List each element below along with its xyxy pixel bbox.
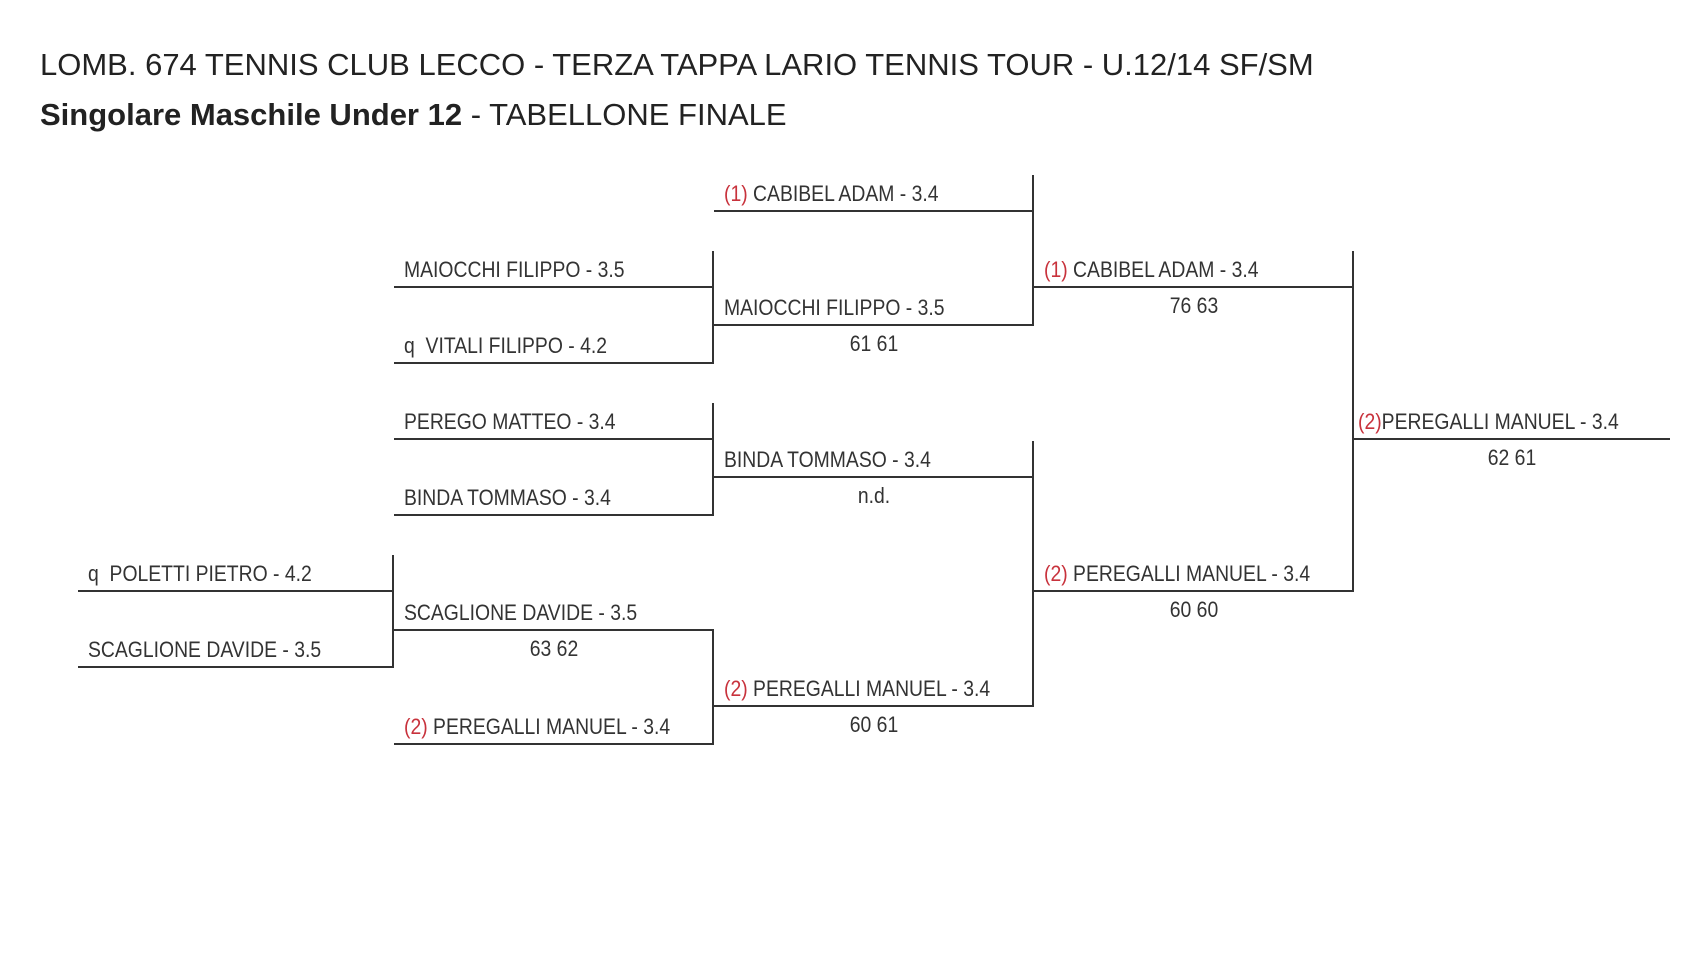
player-label: CABIBEL ADAM - 3.4 (753, 181, 939, 206)
bracket-slot-r2-1: (1) CABIBEL ADAM - 3.4 (714, 175, 1034, 212)
seed-label: (2) (724, 676, 748, 701)
player-name: q POLETTI PIETRO - 4.2 (88, 561, 312, 587)
player-label: SCAGLIONE DAVIDE - 3.5 (404, 600, 638, 625)
player-label: MAIOCCHI FILIPPO - 3.5 (404, 257, 625, 282)
seed-label: (2) (1044, 561, 1068, 586)
match-score: 60 60 (1169, 597, 1219, 622)
seed-label: (1) (724, 181, 748, 206)
player-prefix: q (404, 333, 426, 358)
bracket-connector-r1-c (712, 629, 714, 745)
player-label: BINDA TOMMASO - 3.4 (724, 447, 931, 472)
player-name: BINDA TOMMASO - 3.4 (724, 447, 931, 473)
seed-label: (1) (1044, 257, 1068, 282)
player-name: (1) CABIBEL ADAM - 3.4 (1044, 257, 1258, 283)
bracket-slot-r3-1: (1) CABIBEL ADAM - 3.4 (1034, 251, 1354, 288)
player-label: VITALI FILIPPO - 4.2 (425, 333, 608, 358)
bracket-connector-r1-b (712, 438, 714, 516)
event-subtitle: - TABELLONE FINALE (462, 97, 787, 132)
page-header: LOMB. 674 TENNIS CLUB LECCO - TERZA TAPP… (40, 40, 1660, 140)
bracket-connector-r2-b (1032, 477, 1034, 707)
bracket-slot-champion: (2)PEREGALLI MANUEL - 3.4 (1354, 403, 1670, 440)
bracket-slot-r1-5: BINDA TOMMASO - 3.4 (394, 479, 714, 516)
player-name: (2) PEREGALLI MANUEL - 3.4 (724, 676, 990, 702)
tournament-title: LOMB. 674 TENNIS CLUB LECCO - TERZA TAPP… (40, 47, 1314, 82)
player-name: q VITALI FILIPPO - 4.2 (404, 333, 607, 359)
player-name: (2) PEREGALLI MANUEL - 3.4 (1044, 561, 1310, 587)
player-name: MAIOCCHI FILIPPO - 3.5 (404, 257, 625, 283)
event-name: Singolare Maschile Under 12 (40, 97, 463, 132)
player-label: PEREGALLI MANUEL - 3.4 (433, 714, 671, 739)
bracket-slot-r0-2: SCAGLIONE DAVIDE - 3.5 (78, 631, 394, 668)
bracket-slot-r0-1: q POLETTI PIETRO - 4.2 (78, 555, 394, 592)
match-score: n.d. (857, 483, 891, 508)
bracket-connector-r3 (1352, 286, 1354, 592)
player-name: (2)PEREGALLI MANUEL - 3.4 (1358, 409, 1619, 435)
player-label: PEREGALLI MANUEL - 3.4 (1381, 409, 1619, 434)
player-name: BINDA TOMMASO - 3.4 (404, 485, 611, 511)
bracket-slot-r2-3: BINDA TOMMASO - 3.4 (714, 441, 1034, 478)
match-score: 62 61 (1487, 445, 1537, 470)
event-title: Singolare Maschile Under 12 - TABELLONE … (40, 90, 1660, 140)
bracket-connector-r2-a (1032, 210, 1034, 326)
bracket-slot-r2-4: (2) PEREGALLI MANUEL - 3.4 (714, 670, 1034, 707)
player-label: BINDA TOMMASO - 3.4 (404, 485, 611, 510)
player-name: SCAGLIONE DAVIDE - 3.5 (88, 637, 321, 663)
player-prefix: q (88, 561, 110, 586)
player-label: CABIBEL ADAM - 3.4 (1073, 257, 1259, 282)
seed-label: (2) (1358, 409, 1382, 434)
match-score: 61 61 (849, 331, 899, 356)
bracket-slot-r1-4: PEREGO MATTEO - 3.4 (394, 403, 714, 440)
bracket-connector-r1-a (712, 286, 714, 364)
player-label: PEREGALLI MANUEL - 3.4 (753, 676, 991, 701)
player-label: PEREGO MATTEO - 3.4 (404, 409, 616, 434)
bracket-slot-r1-7: (2) PEREGALLI MANUEL - 3.4 (394, 708, 714, 745)
player-label: MAIOCCHI FILIPPO - 3.5 (724, 295, 945, 320)
player-label: POLETTI PIETRO - 4.2 (109, 561, 312, 586)
bracket-slot-r1-3: q VITALI FILIPPO - 4.2 (394, 327, 714, 364)
player-name: PEREGO MATTEO - 3.4 (404, 409, 616, 435)
bracket-slot-r1-6: SCAGLIONE DAVIDE - 3.5 (394, 594, 714, 631)
match-score: 76 63 (1169, 293, 1219, 318)
player-label: SCAGLIONE DAVIDE - 3.5 (88, 637, 322, 662)
player-label: PEREGALLI MANUEL - 3.4 (1073, 561, 1311, 586)
bracket-slot-r1-2: MAIOCCHI FILIPPO - 3.5 (394, 251, 714, 288)
player-name: SCAGLIONE DAVIDE - 3.5 (404, 600, 637, 626)
match-score: 60 61 (849, 712, 899, 737)
bracket-connector-r0 (392, 590, 394, 668)
player-name: (2) PEREGALLI MANUEL - 3.4 (404, 714, 670, 740)
match-score: 63 62 (529, 636, 579, 661)
seed-label: (2) (404, 714, 428, 739)
player-name: MAIOCCHI FILIPPO - 3.5 (724, 295, 945, 321)
bracket-slot-r3-2: (2) PEREGALLI MANUEL - 3.4 (1034, 555, 1354, 592)
bracket-slot-r2-2: MAIOCCHI FILIPPO - 3.5 (714, 289, 1034, 326)
player-name: (1) CABIBEL ADAM - 3.4 (724, 181, 938, 207)
